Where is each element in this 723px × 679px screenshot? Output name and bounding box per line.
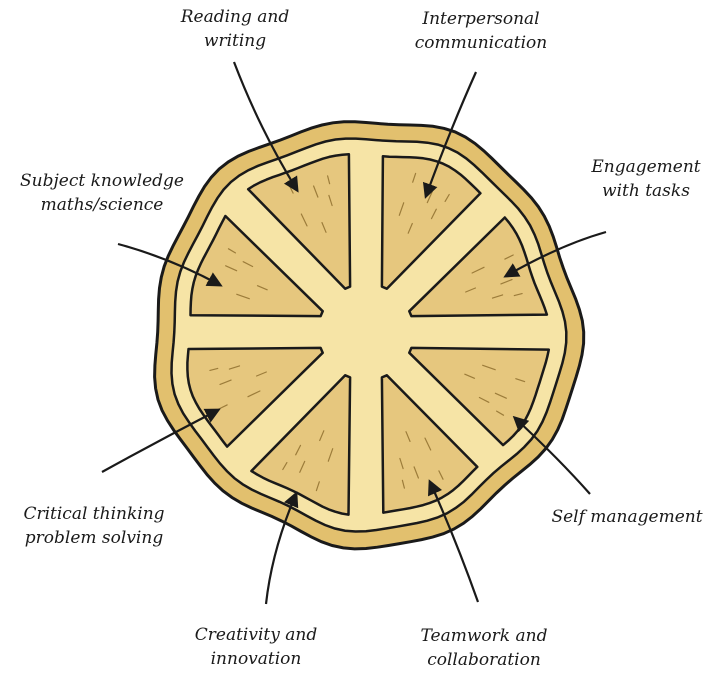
segment-texture [438,470,444,480]
label-interpersonal: Interpersonal communication [415,9,547,53]
label-engagement: Engagement with tasks [590,157,700,201]
arrow-critical-thinking [101,408,221,473]
lemon-segment [380,374,479,514]
segment-texture [315,481,320,492]
segment-texture [513,293,523,297]
inner-pith [170,137,568,533]
segment-texture [327,175,331,185]
arrow-reading-writing [232,61,299,193]
segment-texture [328,194,333,207]
label-self-management-line: Self management [551,507,702,527]
segment-texture [242,261,254,268]
label-subject-knowledge-line: Subject knowledge [20,171,184,191]
segment-texture [471,266,485,274]
label-self-management: Self management [551,507,702,527]
label-critical-thinking: Critical thinking problem solving [23,504,164,548]
segment-texture [478,396,490,403]
arrow-teamwork [428,479,480,603]
label-creativity: Creativity and innovation [195,625,318,669]
segment-texture [299,460,306,473]
lemon-segment [186,346,324,448]
lemon-segment [408,216,549,318]
segment-texture [398,202,405,216]
segment-texture [405,431,411,442]
segment-texture [444,193,450,202]
segment-texture [219,379,232,385]
segment-texture [424,437,432,451]
arrows [101,61,607,605]
segment-texture [321,222,327,233]
segment-texture [236,293,250,300]
segment-texture [515,378,526,383]
label-reading-writing: Reading and writing [180,7,290,51]
segment-texture [412,172,417,183]
segment-texture [500,279,513,285]
lemon-segment [380,155,482,290]
arrow-creativity [264,491,299,605]
segment-texture [218,404,228,410]
label-critical-thinking-line: problem solving [25,528,164,548]
segment-texture [407,222,413,234]
label-critical-thinking-line: Critical thinking [23,504,164,524]
label-teamwork-line: Teamwork and [421,626,548,646]
arrow-interpersonal [422,71,478,199]
label-reading-writing-line: writing [204,31,266,51]
segment-texture [327,448,334,462]
label-subject-knowledge-line: maths/science [41,195,164,215]
segment-texture [504,254,514,260]
segment-texture [399,457,404,470]
label-reading-writing-line: Reading and [180,7,290,27]
segment-texture [494,392,507,399]
labels: Reading and writing Interpersonal communica… [20,7,703,670]
label-creativity-line: innovation [211,649,302,669]
segment-texture [256,285,268,291]
segment-texture [300,213,308,227]
label-subject-knowledge: Subject knowledge maths/science [20,171,184,215]
segment-texture [282,462,288,471]
arrow-engagement [503,230,607,278]
segment-texture [496,410,505,416]
segment-texture [256,371,267,377]
label-teamwork: Teamwork and collaboration [421,626,548,670]
arrow-self-management [512,415,591,495]
segment-texture [401,479,405,489]
segment-texture [482,364,496,371]
label-teamwork-line: collaboration [427,650,541,670]
lemon-slice [153,120,586,551]
segment-texture [227,248,236,254]
segment-texture [209,367,219,371]
label-engagement-line: with tasks [602,181,690,201]
segment-texture [464,373,476,379]
lemon-segment [189,214,324,318]
segment-texture [295,444,302,456]
segment-texture [465,287,476,293]
label-interpersonal-line: Interpersonal [421,9,539,29]
label-interpersonal-line: communication [415,33,547,53]
arrow-subject-knowledge [117,242,223,287]
label-creativity-line: Creativity and [195,625,318,645]
segment-texture [228,365,241,370]
label-engagement-line: Engagement [590,157,700,177]
segment-texture [313,185,319,198]
segment-texture [413,466,419,479]
segment-texture [491,294,504,299]
lemon-segment [246,153,352,290]
segment-texture [319,430,325,442]
segment-texture [225,265,238,272]
segment-texture [247,390,261,398]
segment-texture [430,208,437,220]
